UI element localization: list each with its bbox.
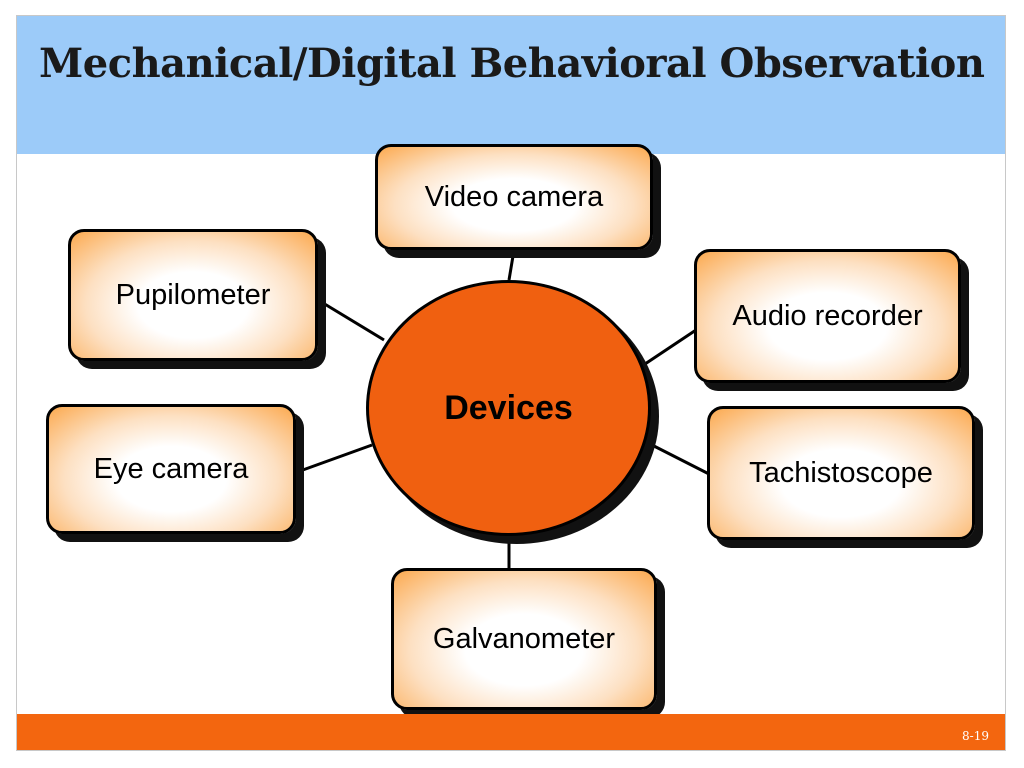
hub-devices: Devices xyxy=(366,280,651,536)
node-galvanometer: Galvanometer xyxy=(391,568,657,710)
node-label: Audio recorder xyxy=(732,299,923,332)
node-label: Eye camera xyxy=(93,452,249,485)
footer-band: 8-19 xyxy=(17,714,1005,750)
page-number: 8-19 xyxy=(962,729,989,743)
connector-lines xyxy=(299,249,710,568)
node-pupilometer: Pupilometer xyxy=(68,229,318,361)
hub-label: Devices xyxy=(444,388,573,427)
node-video-camera: Video camera xyxy=(375,144,653,250)
node-audio-recorder: Audio recorder xyxy=(694,249,961,383)
title-band: Mechanical/Digital Behavioral Observatio… xyxy=(17,16,1005,154)
slide: Mechanical/Digital Behavioral Observatio… xyxy=(16,15,1006,751)
connector-pupilometer xyxy=(322,301,385,342)
node-tachistoscope: Tachistoscope xyxy=(707,406,975,540)
node-eye-camera: Eye camera xyxy=(46,404,296,534)
connector-tachistoscope xyxy=(649,442,710,476)
node-label: Pupilometer xyxy=(115,278,271,311)
connector-eye-camera xyxy=(299,443,373,473)
connector-audio-recorder xyxy=(644,328,697,366)
node-label: Video camera xyxy=(424,180,604,213)
slide-title: Mechanical/Digital Behavioral Observatio… xyxy=(39,40,985,87)
node-label: Galvanometer xyxy=(432,622,616,655)
node-label: Tachistoscope xyxy=(749,456,933,489)
connector-video-camera xyxy=(507,249,516,281)
